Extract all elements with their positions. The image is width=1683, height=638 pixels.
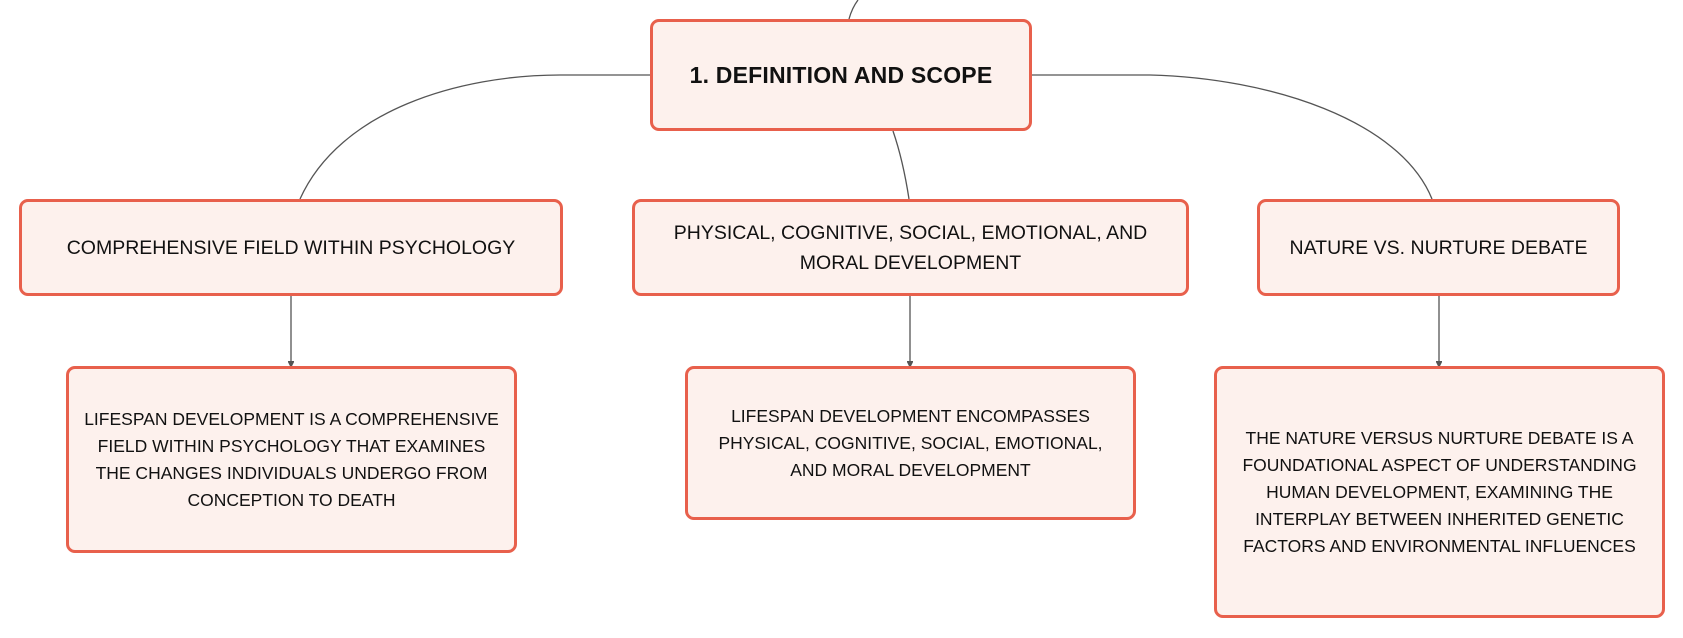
- branch-node-label: NATURE VS. NURTURE DEBATE: [1289, 236, 1588, 259]
- connector-root-to-branch-b: [892, 130, 910, 200]
- detail-node-comprehensive-field[interactable]: LIFESPAN DEVELOPMENT IS A COMPREHENSIVE …: [66, 366, 517, 553]
- branch-node-label: COMPREHENSIVE FIELD WITHIN PSYCHOLOGY: [66, 236, 516, 259]
- root-node-label: 1. DEFINITION AND SCOPE: [689, 61, 993, 88]
- root-node[interactable]: 1. DEFINITION AND SCOPE: [650, 19, 1032, 131]
- connector-root-to-branch-c: [1032, 74, 1433, 200]
- connector-root-to-branch-a: [299, 74, 650, 200]
- branch-node-nature-nurture[interactable]: NATURE VS. NURTURE DEBATE: [1257, 199, 1620, 296]
- branch-node-comprehensive-field[interactable]: COMPREHENSIVE FIELD WITHIN PSYCHOLOGY: [19, 199, 563, 296]
- branch-node-label: PHYSICAL, COGNITIVE, SOCIAL, EMOTIONAL, …: [673, 221, 1148, 274]
- detail-node-development-domains[interactable]: LIFESPAN DEVELOPMENT ENCOMPASSES PHYSICA…: [685, 366, 1136, 520]
- branch-node-development-domains[interactable]: PHYSICAL, COGNITIVE, SOCIAL, EMOTIONAL, …: [632, 199, 1189, 296]
- detail-node-nature-nurture[interactable]: THE NATURE VERSUS NURTURE DEBATE IS A FO…: [1214, 366, 1665, 618]
- connector-parent-to-root: [848, 0, 859, 20]
- detail-node-text: THE NATURE VERSUS NURTURE DEBATE IS A FO…: [1242, 427, 1637, 556]
- detail-node-text: LIFESPAN DEVELOPMENT IS A COMPREHENSIVE …: [84, 408, 499, 510]
- detail-node-text: LIFESPAN DEVELOPMENT ENCOMPASSES PHYSICA…: [718, 405, 1103, 480]
